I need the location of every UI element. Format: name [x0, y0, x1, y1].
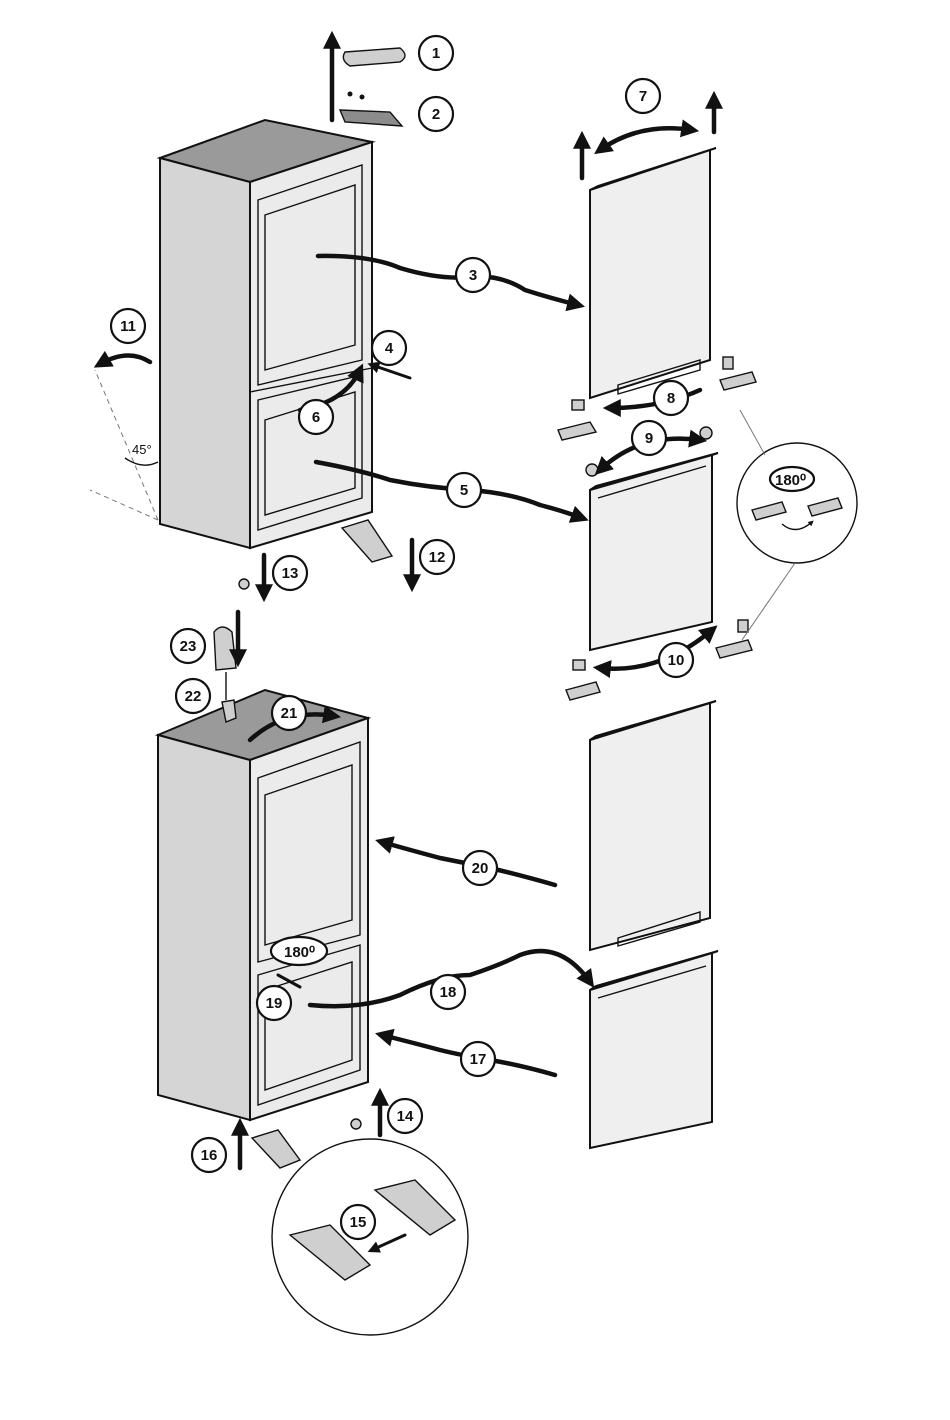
bottom-hinge-inset — [272, 1139, 468, 1335]
hinge-rotation-inset: 180⁰ — [737, 410, 857, 640]
step-callout-8: 8 — [654, 381, 688, 415]
tilt-angle-indicator: 45° — [90, 370, 158, 520]
step-callout-10: 10 — [659, 643, 693, 677]
step-label: 7 — [639, 88, 647, 105]
step-callout-17: 17 — [461, 1042, 495, 1076]
step-callout-11: 11 — [111, 309, 145, 343]
step-label: 9 — [645, 430, 653, 447]
step-callout-19: 19 — [257, 986, 291, 1020]
step-callout-21: 21 — [272, 696, 306, 730]
step-callout-13: 13 — [273, 556, 307, 590]
step-label: 2 — [432, 106, 440, 123]
step-callout-6: 6 — [299, 400, 333, 434]
step-label: 12 — [429, 549, 446, 566]
step-callout-2: 2 — [419, 97, 453, 131]
step-label: 10 — [668, 652, 685, 669]
step-label: 5 — [460, 482, 468, 499]
hinge-plate-part — [340, 92, 402, 127]
step-callout-15: 15 — [341, 1205, 375, 1239]
step-label: 18 — [440, 984, 457, 1001]
screwdriver-tool — [214, 627, 236, 722]
step-callout-16: 16 — [192, 1138, 226, 1172]
step-label: 6 — [312, 409, 320, 426]
step-callout-23: 23 — [171, 629, 205, 663]
step-callout-14: 14 — [388, 1099, 422, 1133]
step-label: 23 — [180, 638, 197, 655]
step-label: 19 — [266, 995, 283, 1012]
step-label: 11 — [120, 318, 136, 335]
step-label: 4 — [385, 340, 394, 357]
step-label: 13 — [282, 565, 299, 582]
lower-door-top — [590, 453, 718, 650]
step-callout-3: 3 — [456, 258, 490, 292]
step-label: 15 — [350, 1214, 367, 1231]
step-label: 21 — [281, 705, 298, 722]
step-label: 22 — [185, 688, 202, 705]
angle-label: 45° — [132, 442, 152, 457]
top-cover-part — [343, 48, 405, 66]
upper-door-bottom — [590, 701, 716, 950]
lower-door-bottom — [590, 951, 718, 1148]
step-callout-22: 22 — [176, 679, 210, 713]
step-label: 3 — [469, 267, 477, 284]
upper-door-top — [590, 148, 716, 398]
step-callout-18: 18 — [431, 975, 465, 1009]
step-label: 14 — [397, 1108, 414, 1125]
step-callout-9: 9 — [632, 421, 666, 455]
step-callout-5: 5 — [447, 473, 481, 507]
step-label: 20 — [472, 860, 489, 877]
rotation-label-top: 180⁰ — [775, 472, 806, 489]
rotation-label-bottom: 180⁰ — [284, 944, 315, 961]
fridge-top-view — [160, 120, 372, 548]
step-label: 17 — [470, 1051, 487, 1068]
fridge-bottom-view: 180⁰ — [158, 690, 368, 1120]
step-callout-12: 12 — [420, 540, 454, 574]
step-callout-4: 4 — [372, 331, 406, 365]
step-callout-20: 20 — [463, 851, 497, 885]
step-callout-1: 1 — [419, 36, 453, 70]
step-label: 16 — [201, 1147, 218, 1164]
step-label: 8 — [667, 390, 675, 407]
step-label: 1 — [432, 45, 440, 62]
step-callout-7: 7 — [626, 79, 660, 113]
